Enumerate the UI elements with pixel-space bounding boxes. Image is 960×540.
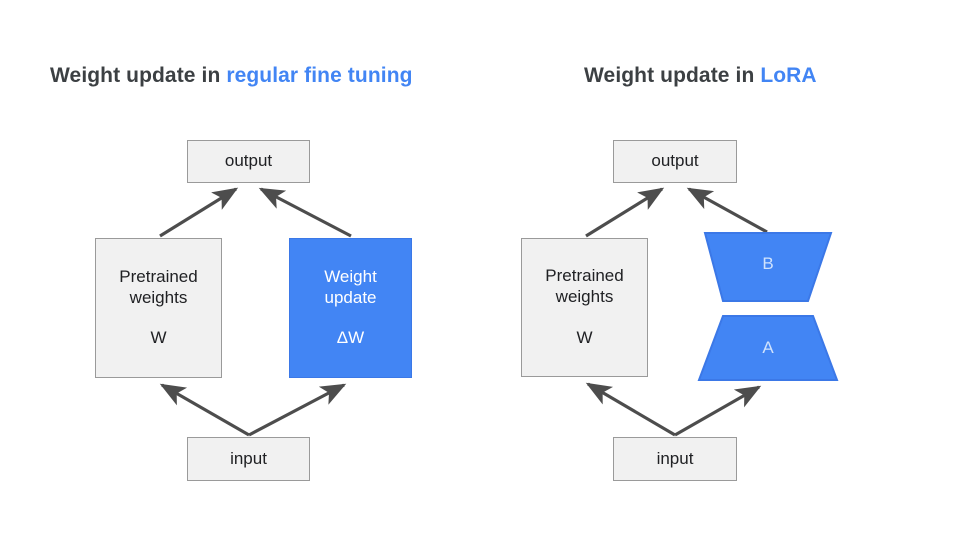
node-right-pretrained-line2: weights — [555, 287, 614, 307]
node-left-pretrained-line1: Pretrained — [119, 266, 198, 286]
node-left-input[interactable]: input — [187, 437, 310, 481]
node-left-weight-update-symbol: ΔW — [336, 328, 365, 348]
title-right-accent: LoRA — [760, 64, 817, 87]
node-left-pretrained-line2: weights — [129, 287, 188, 307]
node-right-trapezoid-b[interactable]: B — [700, 228, 836, 306]
node-right-input-label: input — [656, 448, 694, 468]
node-left-weight-update-line1: Weight — [324, 266, 377, 286]
node-left-output[interactable]: output — [187, 140, 310, 183]
trapezoid-b-shape — [703, 232, 833, 302]
node-left-output-label: output — [224, 151, 273, 171]
node-left-weight-update[interactable]: Weight update ΔW — [289, 238, 412, 378]
node-right-pretrained-symbol: W — [576, 327, 593, 347]
panel-lora: Weight update in LoRA — [490, 0, 960, 540]
node-right-output-label: output — [651, 151, 699, 171]
node-right-pretrained-weights[interactable]: Pretrained weights W — [521, 238, 648, 377]
node-right-trapezoid-a[interactable]: A — [694, 312, 842, 384]
panel-regular-fine-tuning: Weight update in regular fine tuning out… — [50, 64, 413, 481]
title-left-prefix: Weight update in — [50, 64, 227, 87]
title-right-prefix: Weight update in — [584, 64, 761, 87]
node-left-pretrained-weights[interactable]: Pretrained weights W — [95, 238, 222, 378]
node-left-pretrained-symbol: W — [150, 328, 167, 348]
title-left-accent: regular fine tuning — [226, 64, 413, 87]
node-left-weight-update-line2: update — [324, 287, 377, 307]
node-right-output[interactable]: output — [613, 140, 737, 183]
panel-right-title: Weight update in LoRA — [584, 64, 817, 88]
node-right-pretrained-line1: Pretrained — [545, 266, 624, 286]
node-right-input[interactable]: input — [613, 437, 737, 481]
panel-left-title: Weight update in regular fine tuning — [50, 64, 413, 88]
node-left-input-label: input — [230, 448, 267, 468]
trapezoid-a-shape — [697, 315, 839, 381]
